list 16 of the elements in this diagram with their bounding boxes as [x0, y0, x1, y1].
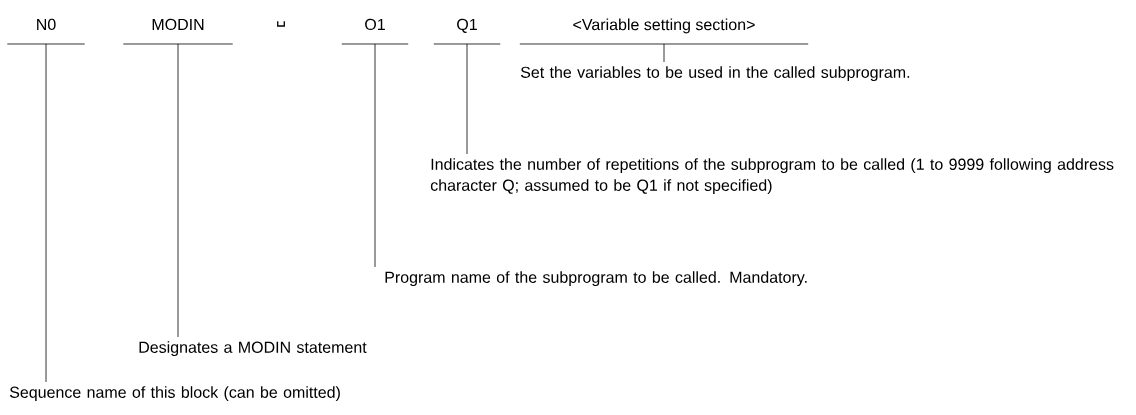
- leader-line: [374, 43, 376, 268]
- leader-line: [663, 43, 665, 63]
- description-text: Indicates the number of repetitions of the subprogram to be called (1 to 9999 following address character Q; assumed to be Q1 if not specified): [430, 158, 1114, 195]
- code-field: <Variable setting section>: [519, 18, 809, 45]
- description-text: Designates a MODIN statement: [139, 341, 367, 357]
- description-text: Sequence name of this block (can be omitted): [9, 386, 340, 402]
- code-field: MODIN: [122, 18, 234, 45]
- code-field: Q1: [433, 18, 501, 45]
- leader-line: [45, 43, 47, 383]
- code-field: N0: [6, 18, 86, 45]
- leader-line: [466, 43, 468, 155]
- code-field: O1: [341, 18, 409, 45]
- leader-line: [177, 43, 179, 338]
- description-text: Program name of the subprogram to be called. Mandatory.: [385, 271, 807, 287]
- description-text: Set the variables to be used in the called subprogram.: [520, 66, 910, 82]
- space-symbol: ␣: [277, 21, 285, 27]
